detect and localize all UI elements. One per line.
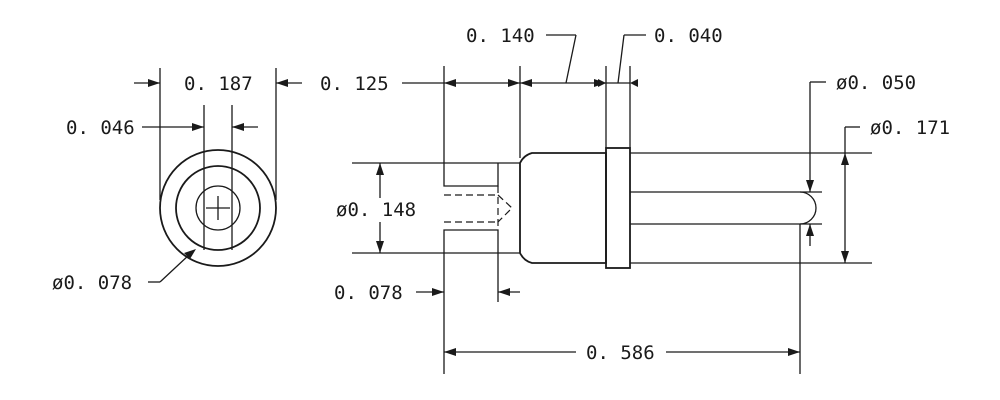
dim-171-label: ø0. 171 xyxy=(870,117,950,139)
dim-050-arrow-bottom xyxy=(806,224,814,236)
dim-078-arrow-left xyxy=(432,288,444,296)
dim-125-arrow-right xyxy=(508,79,520,87)
dim-148-arrow-bottom xyxy=(376,241,384,253)
dim-586-arrow-right xyxy=(788,348,800,356)
dim-187-label: 0. 187 xyxy=(184,73,253,95)
dim-171-arrow-bottom xyxy=(841,251,849,263)
side-view: ø0. 171 ø0. 050 ø0. 148 0. 125 xyxy=(320,25,950,374)
dim-040-label: 0. 040 xyxy=(654,25,723,47)
dim-148-arrow-top xyxy=(376,163,384,175)
dim-050-arrow-top xyxy=(806,180,814,192)
dim-586-arrow-left xyxy=(444,348,456,356)
dim-187-arrow-left xyxy=(148,79,160,87)
dim-040-leader-diag xyxy=(617,34,625,84)
pin-rounded-tip xyxy=(799,191,817,225)
fork-tine-bottom xyxy=(443,229,520,254)
dim-050-label: ø0. 050 xyxy=(836,72,916,94)
dim-hole-arrow xyxy=(184,249,196,259)
dim-040-arrow-left xyxy=(598,79,606,87)
end-view: 0. 187 0. 046 ø0. 078 xyxy=(52,68,302,294)
dim-078-arrow-right xyxy=(498,288,510,296)
dim-125-arrow-left xyxy=(444,79,456,87)
dim-171-arrow-top xyxy=(841,153,849,165)
end-view-inner-bore xyxy=(175,165,261,251)
dim-586-label: 0. 586 xyxy=(586,342,655,364)
end-view-center-hole xyxy=(195,185,241,231)
dim-140-leader-diag xyxy=(565,34,577,84)
dim-187-arrow-right xyxy=(276,79,288,87)
flange xyxy=(605,147,631,269)
end-view-outer-ring xyxy=(159,149,277,267)
dim-hole-leader-diag xyxy=(159,253,191,283)
fork-tine-top xyxy=(443,162,520,187)
dim-140-label: 0. 140 xyxy=(466,25,535,47)
dim-046-arrow-right xyxy=(232,123,244,131)
dim-046-arrow-left xyxy=(192,123,204,131)
dim-hole-label: ø0. 078 xyxy=(52,272,132,294)
dim-148-label: ø0. 148 xyxy=(336,199,416,221)
hidden-drill-point xyxy=(497,194,513,223)
dim-040-arrow-right xyxy=(630,79,638,87)
dim-140-arrow-left xyxy=(520,79,532,87)
dim-078-label: 0. 078 xyxy=(334,282,403,304)
dim-125-label: 0. 125 xyxy=(320,73,389,95)
knurled-body xyxy=(519,152,607,264)
dim-046-label: 0. 046 xyxy=(66,117,135,139)
